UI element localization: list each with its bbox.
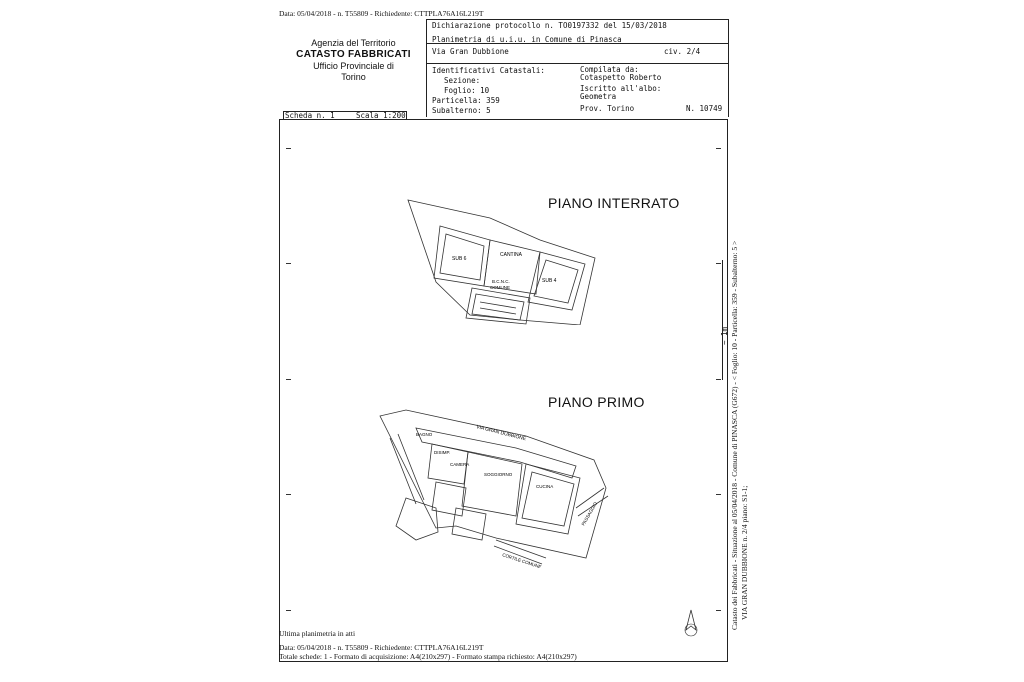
address: Via Gran Dubbione — [432, 47, 509, 56]
basement-floor-plan: SUB 6 CANTINA SUB 4 B.C.N.C. COMUNE — [407, 199, 596, 325]
register-number: N. 10749 — [686, 104, 723, 113]
identifiers-label: Identificativi Catastali: — [432, 66, 545, 75]
agency-line-3: Ufficio Provinciale di — [313, 61, 394, 71]
civic-number: civ. 2/4 — [664, 47, 701, 56]
room-soggiorno: SOGGIORNO — [484, 472, 513, 477]
drawing-frame — [279, 119, 728, 662]
unit-plan: Planimetria di u.i.u. in Comune di Pinas… — [432, 35, 622, 44]
sub-label: Subalterno: 5 — [432, 106, 491, 115]
room-camera: CAMERA — [450, 462, 469, 467]
parcel-label: Particella: 359 — [432, 96, 500, 105]
footer-line-1: Data: 05/04/2018 - n. T55809 - Richieden… — [279, 643, 484, 652]
room-bagno: BAGNO — [416, 432, 433, 437]
compiled-by-label: Compilata da: — [580, 65, 639, 74]
room-sub4: SUB 4 — [542, 278, 557, 284]
street-label-top: VIA GRAN DUBBIONE — [476, 424, 528, 442]
side-text-line-2: VIA GRAN DUBBIONE n. 2/4 piano: S1-1; — [740, 485, 749, 620]
footer-note: Ultima planimetria in atti — [279, 629, 356, 638]
agency-line-1: Agenzia del Territorio — [311, 38, 396, 48]
room-comune: COMUNE — [490, 285, 510, 290]
room-cantina: CANTINA — [500, 252, 523, 258]
province-label: Prov. Torino — [580, 104, 635, 113]
header-top-line: Data: 05/04/2018 - n. T55809 - Richieden… — [279, 9, 484, 18]
first-floor-plan: VIA GRAN DUBBIONE BAGNO DISIMP. CAMERA S… — [379, 409, 609, 568]
room-sub6: SUB 6 — [452, 256, 467, 262]
scale-bar — [722, 260, 723, 380]
footer-line-2: Totale schede: 1 - Formato di acquisizio… — [279, 652, 577, 661]
section-label: Sezione: — [444, 76, 481, 85]
room-cucina: CUCINA — [536, 484, 553, 489]
compiler-name: Cotaspetto Roberto — [580, 73, 662, 82]
street-label-right: PASSAGGIO — [581, 501, 599, 527]
basement-plan-title: PIANO INTERRATO — [548, 195, 680, 211]
agency-line-4: Torino — [341, 72, 366, 82]
header-block — [279, 19, 729, 117]
first-floor-plan-title: PIANO PRIMO — [548, 394, 645, 410]
declaration-protocol: Dichiarazione protocollo n. TO0197332 de… — [432, 21, 667, 30]
scheda-number: Scheda n. 1 — [285, 111, 335, 120]
sheet-label: Foglio: 10 — [444, 86, 490, 95]
room-disimp: DISIMP. — [434, 450, 450, 455]
side-text-line-1: Catasto dei Fabbricati - Situazione al 0… — [730, 240, 739, 630]
agency-line-2: CATASTO FABBRICATI — [296, 49, 411, 60]
agency-block: Agenzia del Territorio CATASTO FABBRICAT… — [280, 38, 427, 83]
enrolled-label: Iscritto all'albo: — [580, 84, 662, 93]
north-arrow-icon — [684, 609, 698, 637]
room-bcnc: B.C.N.C. — [492, 279, 510, 284]
compiler-role: Geometra — [580, 92, 617, 101]
scale-label: Scala 1:200 — [356, 111, 406, 120]
